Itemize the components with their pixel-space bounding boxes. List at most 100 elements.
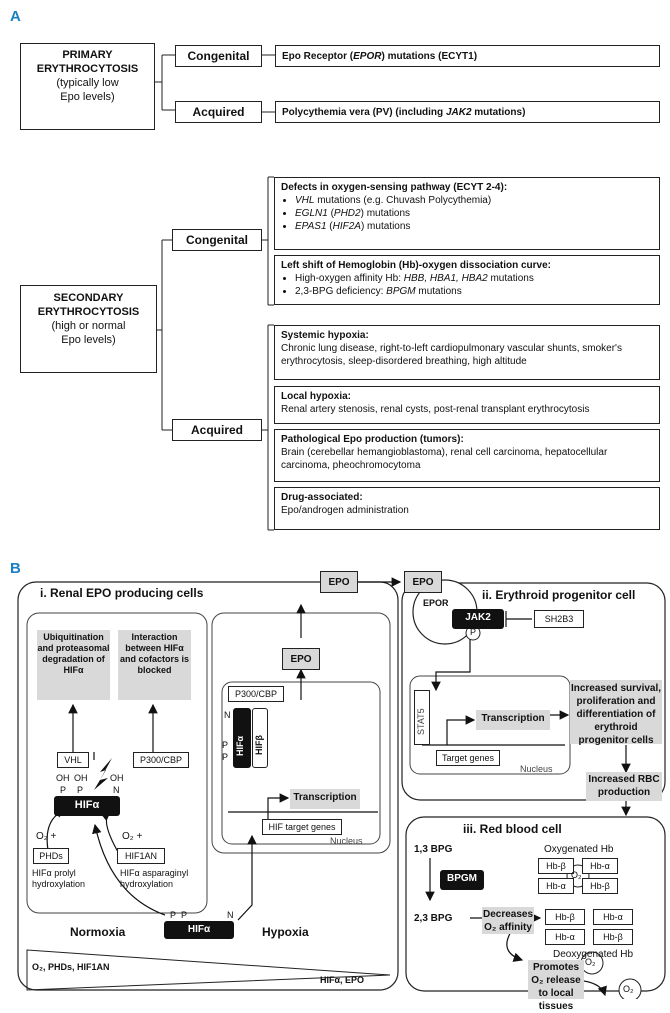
panel-b-letter: B xyxy=(10,560,21,577)
ubiquitination-box: Ubiquitination and proteasomal degradati… xyxy=(37,630,110,700)
p-label-6: P xyxy=(222,752,229,762)
epas1-rest: ) mutations xyxy=(360,221,411,232)
nucleus-label-erythroid: Nucleus xyxy=(520,764,553,774)
normoxia-label: Normoxia xyxy=(70,925,126,939)
hypoxia-label: Hypoxia xyxy=(262,925,309,939)
hb-alpha-2: Hb-α xyxy=(538,878,574,894)
jak2-box: JAK2 xyxy=(452,609,504,629)
vhl-box: VHL xyxy=(57,752,89,768)
asparaginyl-text: HIFα asparaginyl hydroxylation xyxy=(120,868,189,889)
gradient-left-label: O₂, PHDs, HIF1AN xyxy=(32,962,110,972)
primary-erythrocytosis-box: PRIMARY ERYTHROCYTOSIS (typically low Ep… xyxy=(20,43,155,130)
p-label-3: P xyxy=(170,910,177,920)
systemic-hypoxia-box: Systemic hypoxia: Chronic lung disease, … xyxy=(274,325,660,380)
hb-alpha-4: Hb-α xyxy=(545,929,585,945)
hif2a-gene: HIF2A xyxy=(332,221,361,232)
o2-plus-1: O₂ + xyxy=(36,831,57,842)
oh-label-2: OH xyxy=(74,773,88,783)
oxygen-sensing-item: VHL mutations (e.g. Chuvash Polycythemia… xyxy=(295,194,653,207)
local-hypoxia-title: Local hypoxia: xyxy=(281,391,352,402)
left-shift-item: 2,3-BPG deficiency: BPGM mutations xyxy=(295,285,653,298)
gradient-right-label: HIFα, EPO xyxy=(320,975,365,985)
epo-box-mid: EPO xyxy=(282,648,320,670)
secondary-title-2: ERYTHROCYTOSIS xyxy=(37,306,140,318)
hb-post: mutations xyxy=(487,273,534,284)
phds-box: PHDs xyxy=(33,848,69,864)
left-shift-title: Left shift of Hemoglobin (Hb)-oxygen dis… xyxy=(281,260,552,271)
hb-alpha-3: Hb-α xyxy=(593,909,633,925)
egln1-open: ( xyxy=(327,208,334,219)
o2-plus-2: O₂ + xyxy=(122,831,143,842)
tumors-text: Brain (cerebellar hemangioblastoma), ren… xyxy=(281,447,608,471)
sh2b3-box: SH2B3 xyxy=(534,610,584,628)
systemic-hypoxia-text: Chronic lung disease, right-to-left card… xyxy=(281,343,622,367)
hifa-vertical-box: HIFα xyxy=(233,708,251,768)
oh-label-3: OH xyxy=(110,773,124,783)
hb-alpha-1: Hb-α xyxy=(582,858,618,874)
primary-sub-2: Epo levels) xyxy=(60,91,115,103)
oxygen-sensing-title: Defects in oxygen-sensing pathway (ECYT … xyxy=(281,182,508,193)
p300-box-nucleus: P300/CBP xyxy=(228,686,284,702)
rbc-title: iii. Red blood cell xyxy=(463,822,562,836)
hb-beta-2: Hb-β xyxy=(582,878,618,894)
prolyl-text: HIFα prolyl hydroxylation xyxy=(32,868,86,889)
drug-box: Drug-associated: Epo/androgen administra… xyxy=(274,487,660,530)
vhl-gene: VHL xyxy=(295,195,315,206)
primary-title-2: ERYTHROCYTOSIS xyxy=(36,63,139,75)
tumors-box: Pathological Epo production (tumors): Br… xyxy=(274,429,660,482)
n-label: N xyxy=(113,785,120,795)
o2-released-1: O₂ xyxy=(585,957,596,967)
panel-a-letter: A xyxy=(10,8,21,25)
oxygen-sensing-box: Defects in oxygen-sensing pathway (ECYT … xyxy=(274,177,660,250)
p-circle-label: P xyxy=(470,627,477,637)
hb-beta-4: Hb-β xyxy=(593,929,633,945)
pv-text-ital: JAK2 xyxy=(445,107,472,118)
p-label-2: P xyxy=(77,785,84,795)
egln1-rest: ) mutations xyxy=(360,208,411,219)
epor-text-pre: Epo Receptor ( xyxy=(282,51,354,62)
hifb-vertical-label: HIFβ xyxy=(254,735,264,755)
hifa-box-center: HIFα xyxy=(164,921,234,939)
epor-text-post: ) mutations (ECYT1) xyxy=(381,51,478,62)
decreases-affinity-box: Decreases O₂ affinity xyxy=(482,907,534,934)
interaction-box: Interaction between HIFα and cofactors i… xyxy=(118,630,191,700)
primary-congenital-box: Epo Receptor (EPOR) mutations (ECYT1) xyxy=(275,45,660,67)
nucleus-label-renal: Nucleus xyxy=(330,836,363,846)
hifa-vertical-label: HIFα xyxy=(235,735,245,756)
hifb-vertical-box: HIFβ xyxy=(252,708,268,768)
primary-congenital-label: Congenital xyxy=(175,45,262,67)
oxygen-sensing-item: EGLN1 (PHD2) mutations xyxy=(295,207,653,220)
n-label-3: N xyxy=(224,710,231,720)
increased-survival-box: Increased survival, proliferation and di… xyxy=(570,680,662,746)
bpgm-gene: BPGM xyxy=(386,286,416,297)
hb-beta-3: Hb-β xyxy=(545,909,585,925)
left-shift-box: Left shift of Hemoglobin (Hb)-oxygen dis… xyxy=(274,255,660,305)
local-hypoxia-text: Renal artery stenosis, renal cysts, post… xyxy=(281,404,590,415)
bpg13-label: 1,3 BPG xyxy=(414,844,453,855)
increased-rbc-box: Increased RBC production xyxy=(586,772,662,801)
secondary-congenital-label: Congenital xyxy=(172,229,262,251)
epo-box-top: EPO xyxy=(320,571,358,593)
p-label-5: P xyxy=(222,740,229,750)
p300-box-left: P300/CBP xyxy=(133,752,189,768)
epas1-open: ( xyxy=(326,221,333,232)
target-genes-box: Target genes xyxy=(436,750,500,766)
bpgm-box: BPGM xyxy=(440,870,484,890)
secondary-title-1: SECONDARY xyxy=(53,292,124,304)
hif1an-box: HIF1AN xyxy=(117,848,165,864)
epas1-gene: EPAS1 xyxy=(295,221,327,232)
oxygen-sensing-item: EPAS1 (HIF2A) mutations xyxy=(295,220,653,233)
pv-text-post: mutations) xyxy=(471,107,526,118)
pv-text-pre: Polycythemia vera (PV) (including xyxy=(282,107,446,118)
primary-title-1: PRIMARY xyxy=(62,49,113,61)
p-label-4: P xyxy=(181,910,188,920)
o2-bound-label: O₂ xyxy=(571,870,582,880)
egln1-gene: EGLN1 xyxy=(295,208,328,219)
stat5-label: STAT5 xyxy=(416,708,426,735)
vhl-rest: mutations (e.g. Chuvash Polycythemia) xyxy=(314,195,492,206)
tumors-title: Pathological Epo production (tumors): xyxy=(281,434,464,445)
n-label-2: N xyxy=(227,910,234,920)
o2-released-2: O₂ xyxy=(623,984,634,994)
systemic-hypoxia-title: Systemic hypoxia: xyxy=(281,330,369,341)
